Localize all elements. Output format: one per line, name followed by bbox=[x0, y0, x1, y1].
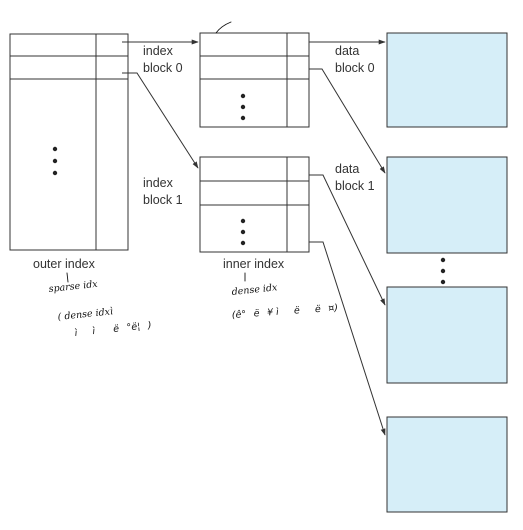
index-block-0-label-line2: block 0 bbox=[143, 61, 183, 75]
handwritten-note-inner-index: dense idx (ê°ë¥ ìëë¤) bbox=[231, 272, 338, 321]
handwritten-inner-line2: (ê°ë¥ ìëë¤) bbox=[231, 303, 338, 321]
data-blocks-ellipsis bbox=[440, 257, 446, 285]
data-block-0-label-line1: data bbox=[335, 44, 359, 58]
index-block-1-label-line2: block 1 bbox=[143, 193, 183, 207]
handwritten-outer-line1: sparse idx bbox=[48, 279, 99, 295]
index-block-0 bbox=[199, 32, 310, 128]
data-block-3 bbox=[386, 416, 508, 513]
data-block-2 bbox=[386, 286, 508, 384]
data-block-0 bbox=[386, 32, 508, 128]
data-block-0-label-line2: block 0 bbox=[335, 61, 375, 75]
handwritten-outer-line2: ( dense idxì bbox=[57, 305, 127, 323]
data-block-1-label-line1: data bbox=[335, 162, 359, 176]
inner-index-caption: inner index bbox=[223, 257, 285, 271]
arrow-outer-to-index-block-1 bbox=[122, 72, 199, 169]
handwritten-outer-line3: ìì ë°ë¦) bbox=[74, 320, 152, 339]
handwritten-inner-line1: dense idx bbox=[231, 282, 278, 298]
index-block-1 bbox=[199, 156, 310, 253]
data-block-1 bbox=[386, 156, 508, 254]
arrow-block1-to-data-block-3 bbox=[309, 241, 386, 436]
index-block-0-label-line1: index bbox=[143, 44, 174, 58]
index-block-1-label-line1: index bbox=[143, 176, 174, 190]
handwritten-tick-mark bbox=[215, 21, 232, 34]
arrow-block1-to-data-block-2 bbox=[309, 174, 386, 306]
handwritten-note-outer-index: sparse idx ( dense idxì ìì ë°ë¦) bbox=[48, 272, 152, 339]
arrow-block0-to-data-block-1 bbox=[309, 68, 386, 174]
outer-index-caption: outer index bbox=[33, 257, 96, 271]
data-block-1-label-line2: block 1 bbox=[335, 179, 375, 193]
outer-index-block bbox=[9, 33, 129, 251]
